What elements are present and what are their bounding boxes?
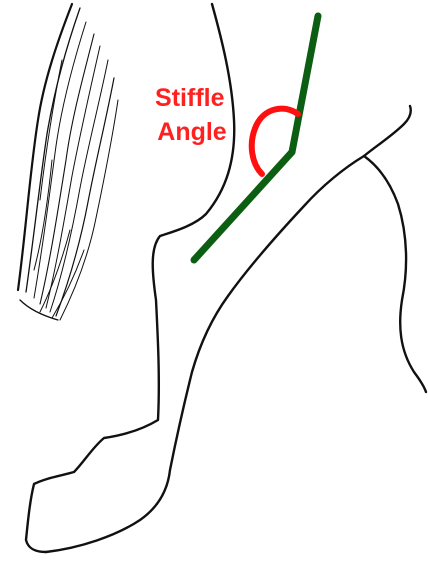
lower-angle-line: [194, 152, 292, 260]
hock-back-edge: [364, 156, 426, 392]
stifle-angle-label: Stiffle Angle: [155, 84, 229, 146]
upper-angle-line: [292, 16, 318, 152]
hindquarter-sketch: [18, 4, 118, 320]
label-line-2: Angle: [157, 118, 227, 146]
leg-outline: [26, 4, 426, 552]
rear-upper-edge: [364, 106, 411, 156]
label-line-1: Stiffle: [155, 84, 225, 112]
